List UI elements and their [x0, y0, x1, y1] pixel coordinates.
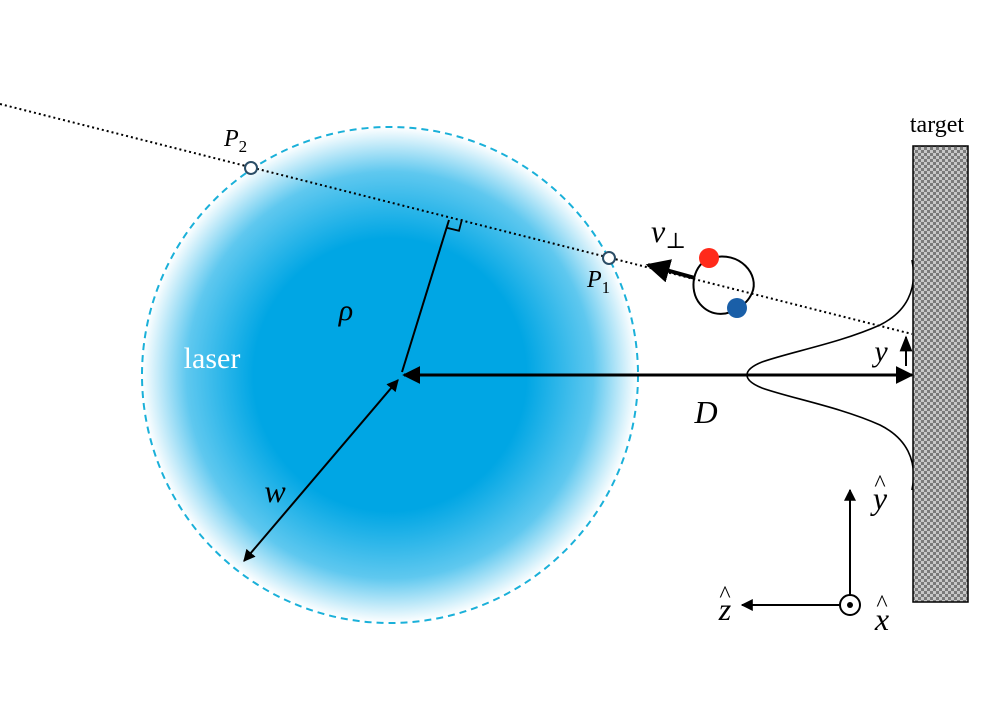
radius-w-arrow: [243, 379, 399, 562]
laser-label: laser: [184, 342, 241, 375]
axis-z-label: z: [718, 591, 732, 627]
right-angle-marker: [446, 218, 463, 232]
p2-label: P2: [223, 126, 247, 156]
axis-z-hat: ^: [719, 582, 730, 608]
v-perp-label: v⊥: [651, 213, 686, 253]
axis-x-hat: ^: [876, 591, 887, 617]
rho-label: ρ: [338, 294, 353, 327]
axis-x-label: x: [874, 601, 889, 637]
rho-line: [401, 219, 450, 373]
velocity-perp-arrow: [645, 259, 696, 283]
w-label: w: [264, 473, 286, 509]
axis-y-hat: ^: [874, 471, 885, 497]
two-body-atom-icon: [692, 248, 755, 318]
axis-y-label: y: [870, 480, 888, 516]
d-label: D: [693, 394, 717, 430]
atom-trajectory: [0, 103, 913, 335]
point-p1: [602, 251, 616, 265]
gaussian-profile: [746, 259, 915, 491]
target-label: target: [910, 112, 965, 138]
y-label: y: [871, 335, 888, 368]
p1-label: P1: [586, 267, 610, 297]
circle-dot-icon: [839, 594, 861, 616]
target-plate: [912, 145, 969, 603]
point-p2: [244, 161, 258, 175]
